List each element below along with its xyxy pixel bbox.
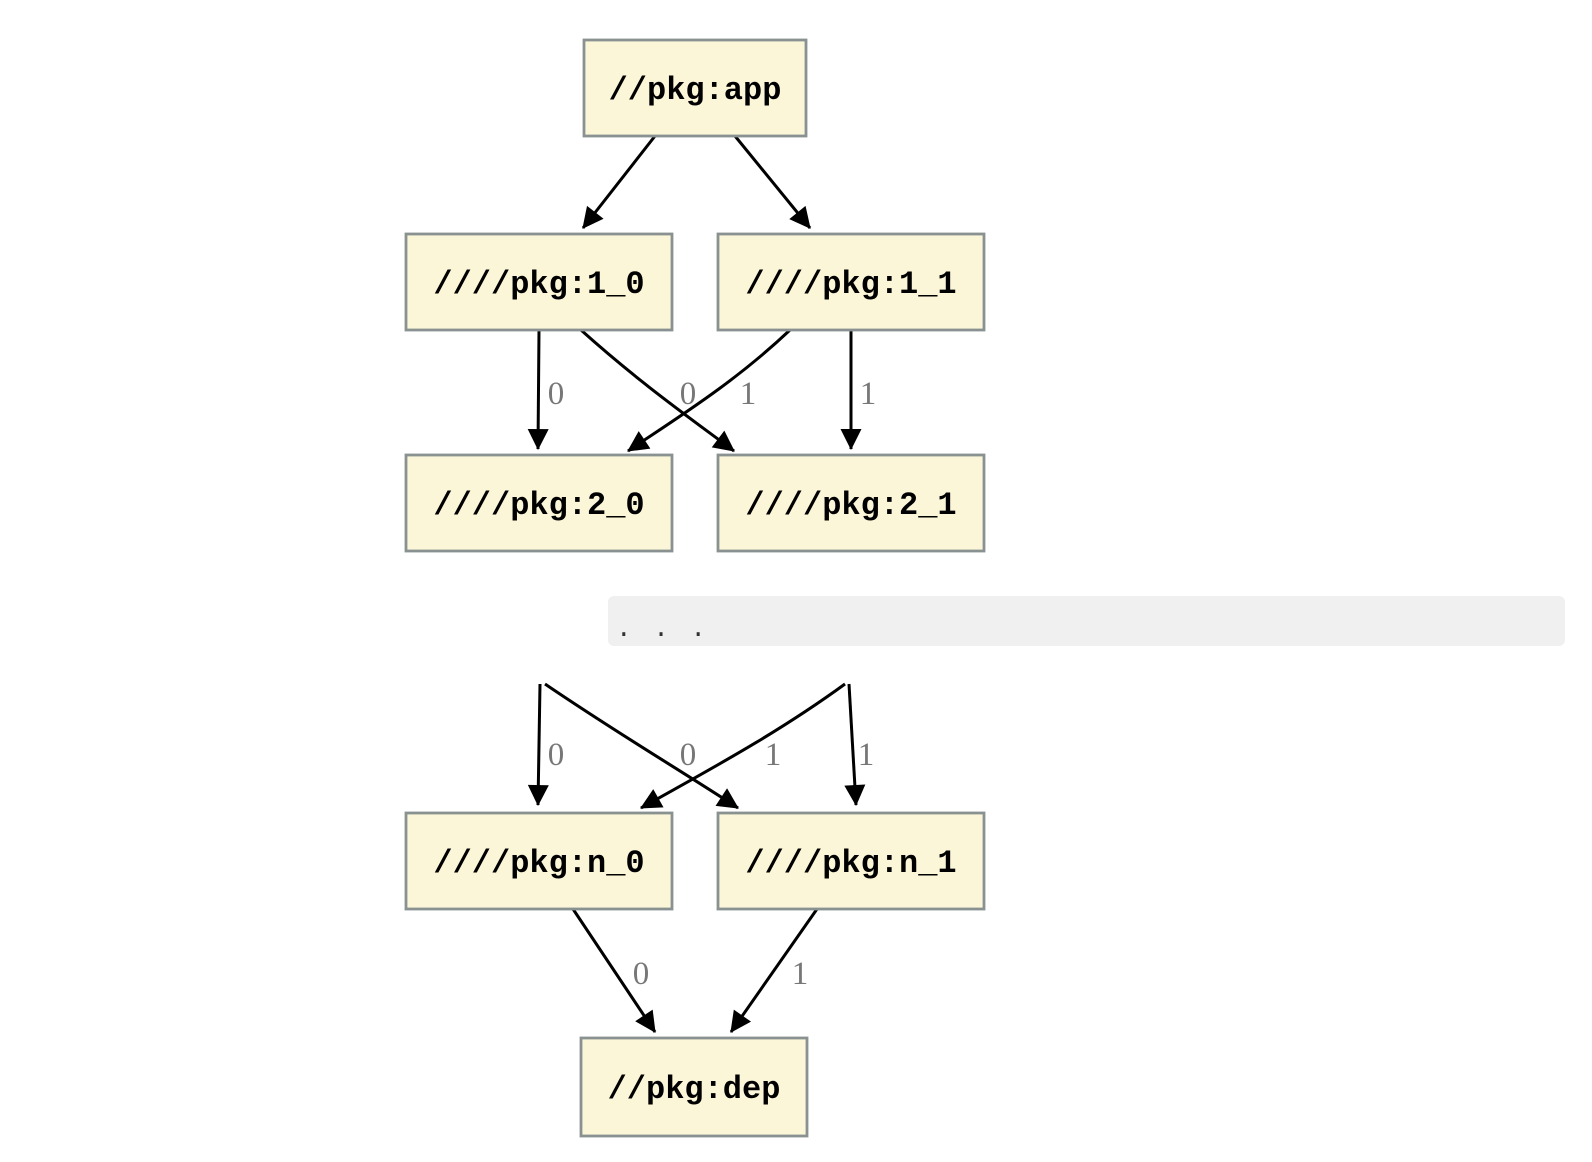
edges-app-to-level1 [581, 135, 812, 229]
node-app-label: //pkg:app [609, 72, 782, 109]
edge-hidden0-to-n_0 [527, 683, 549, 807]
node-1_0-label: ////pkg:1_0 [433, 266, 644, 303]
node-1_1: ////pkg:1_1 [716, 232, 986, 332]
ellipsis-band: . . . [608, 596, 1565, 646]
edge-1_0-to-2_0 [527, 329, 549, 451]
node-dep-box [579, 1036, 809, 1138]
edge-label-n_0-to-dep: 0 [633, 956, 650, 992]
node-2_1-label: ////pkg:2_1 [745, 487, 956, 524]
node-2_1-box [716, 453, 986, 553]
edge-label-1_1-to-2_0: 0 [680, 376, 697, 412]
node-2_0: ////pkg:2_0 [404, 453, 674, 553]
edge-hidden0-to-n_1 [544, 682, 739, 810]
node-2_0-label: ////pkg:2_0 [433, 487, 644, 524]
node-app: //pkg:app [582, 38, 808, 138]
node-1_1-label: ////pkg:1_1 [745, 266, 956, 303]
edge-hidden1-to-n_0 [640, 682, 846, 810]
edge-label-hidden1-to-n_1: 1 [858, 737, 875, 773]
edges-hidden-to-leveln: 0 0 1 1 [527, 682, 875, 810]
node-app-box [582, 38, 808, 138]
node-2_1: ////pkg:2_1 [716, 453, 986, 553]
edge-1_1-to-2_0 [627, 328, 792, 453]
edge-app-to-1_1 [733, 135, 812, 229]
edge-label-1_1-to-2_1: 1 [860, 376, 877, 412]
edge-n_1-to-dep [729, 908, 819, 1033]
edges-level1-to-level2: 0 0 1 1 [527, 328, 877, 453]
node-n_0: ////pkg:n_0 [404, 811, 674, 911]
edge-label-1_0-to-2_1: 1 [740, 376, 757, 412]
edges-leveln-to-dep: 0 1 [571, 908, 819, 1033]
edge-label-hidden0-to-n_0: 0 [548, 737, 565, 773]
node-n_0-box [404, 811, 674, 911]
edge-label-1_0-to-2_0: 0 [548, 376, 565, 412]
edge-label-hidden1-to-n_0: 0 [680, 737, 697, 773]
ellipsis-text: . . . [616, 614, 709, 644]
node-dep: //pkg:dep [579, 1036, 809, 1138]
node-1_0-box [404, 232, 674, 332]
node-dep-label: //pkg:dep [608, 1071, 781, 1108]
edge-1_0-to-2_1 [579, 328, 735, 453]
edge-app-to-1_0 [581, 135, 657, 229]
node-1_0: ////pkg:1_0 [404, 232, 674, 332]
edge-label-hidden0-to-n_1: 1 [765, 737, 782, 773]
ellipsis-band-background [608, 596, 1565, 646]
node-n_1: ////pkg:n_1 [716, 811, 986, 911]
node-n_0-label: ////pkg:n_0 [433, 845, 644, 882]
node-1_1-box [716, 232, 986, 332]
edge-hidden1-to-n_1 [844, 683, 866, 807]
node-n_1-label: ////pkg:n_1 [745, 845, 956, 882]
edge-n_0-to-dep [571, 908, 657, 1033]
node-n_1-box [716, 811, 986, 911]
edge-label-n_1-to-dep: 1 [792, 956, 809, 992]
node-2_0-box [404, 453, 674, 553]
